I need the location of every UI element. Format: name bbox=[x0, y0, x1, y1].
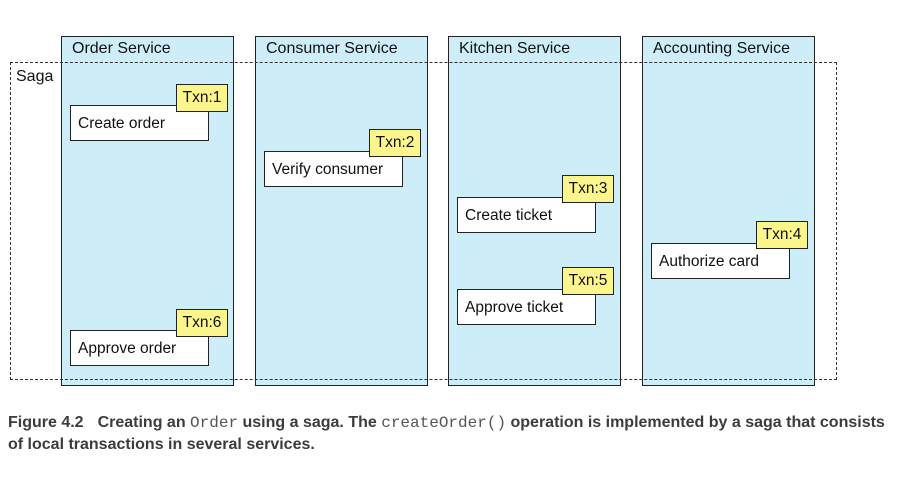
service-title: Accounting Service bbox=[653, 40, 790, 57]
step-label: Approve ticket bbox=[465, 299, 564, 316]
step-label: Verify consumer bbox=[272, 161, 384, 178]
step-verify-consumer: Verify consumer bbox=[264, 151, 403, 187]
service-title: Consumer Service bbox=[266, 40, 398, 57]
step-label: Approve order bbox=[78, 340, 177, 357]
accounting-service-lane: Accounting Service bbox=[642, 36, 815, 386]
caption-text-3: operation is implemented by a saga that … bbox=[8, 414, 885, 453]
txn-badge: Txn:4 bbox=[756, 221, 808, 249]
figure-number: Figure 4.2 bbox=[8, 414, 84, 431]
saga-diagram: Order Service Consumer Service Kitchen S… bbox=[10, 36, 837, 386]
txn-badge: Txn:6 bbox=[176, 309, 228, 337]
saga-label: Saga bbox=[16, 68, 54, 85]
step-label: Create ticket bbox=[465, 207, 553, 224]
txn-badge: Txn:1 bbox=[176, 84, 228, 112]
caption-code-createorder: createOrder() bbox=[381, 414, 507, 432]
service-title: Order Service bbox=[72, 40, 171, 57]
caption-text-1: Creating an bbox=[97, 414, 191, 431]
consumer-service-lane: Consumer Service bbox=[255, 36, 428, 386]
txn-badge: Txn:2 bbox=[369, 129, 421, 157]
step-authorize-card: Authorize card bbox=[651, 243, 790, 279]
caption-code-order: Order bbox=[190, 414, 239, 432]
caption-text-2: using a saga. The bbox=[238, 414, 382, 431]
saga-boundary bbox=[10, 62, 837, 380]
step-label: Create order bbox=[78, 115, 166, 132]
service-title: Kitchen Service bbox=[459, 40, 571, 57]
txn-badge: Txn:3 bbox=[562, 175, 614, 203]
figure-caption: Figure 4.2 Creating an Order using a saga… bbox=[8, 412, 888, 455]
step-create-ticket: Create ticket bbox=[457, 197, 596, 233]
txn-badge: Txn:5 bbox=[562, 267, 614, 295]
step-approve-ticket: Approve ticket bbox=[457, 289, 596, 325]
step-label: Authorize card bbox=[659, 253, 759, 270]
